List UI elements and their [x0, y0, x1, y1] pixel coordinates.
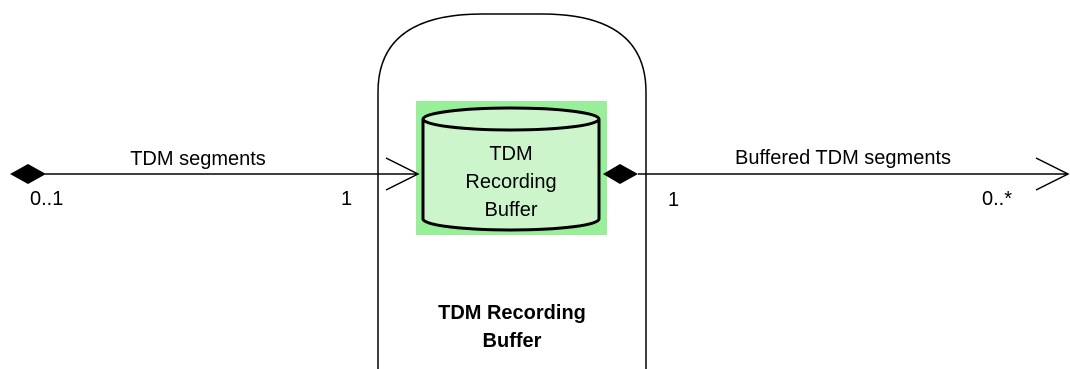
datastore-cylinder[interactable]	[421, 106, 601, 232]
datastore-body	[421, 119, 601, 232]
datastore-label-line1: TDM	[489, 143, 532, 165]
input-target-arrowhead	[385, 157, 420, 191]
output-target-multiplicity: 0..*	[982, 188, 1012, 210]
input-target-multiplicity: 1	[341, 188, 352, 210]
container-title-line1: TDM Recording	[438, 302, 586, 324]
input-source-multiplicity: 0..1	[30, 188, 63, 210]
output-source-diamond	[603, 164, 638, 184]
output-source-multiplicity: 1	[668, 189, 679, 211]
input-connector-label: TDM segments	[130, 148, 266, 170]
output-connector[interactable]	[603, 157, 1070, 191]
output-target-arrowhead	[1035, 157, 1070, 191]
input-connector[interactable]	[10, 157, 420, 191]
container-title-line2: Buffer	[483, 330, 542, 352]
input-source-diamond	[10, 164, 46, 184]
datastore-label-line3: Buffer	[485, 199, 538, 221]
datastore-top	[421, 106, 601, 132]
output-connector-label: Buffered TDM segments	[735, 147, 951, 169]
datastore-label-line2: Recording	[465, 171, 556, 193]
